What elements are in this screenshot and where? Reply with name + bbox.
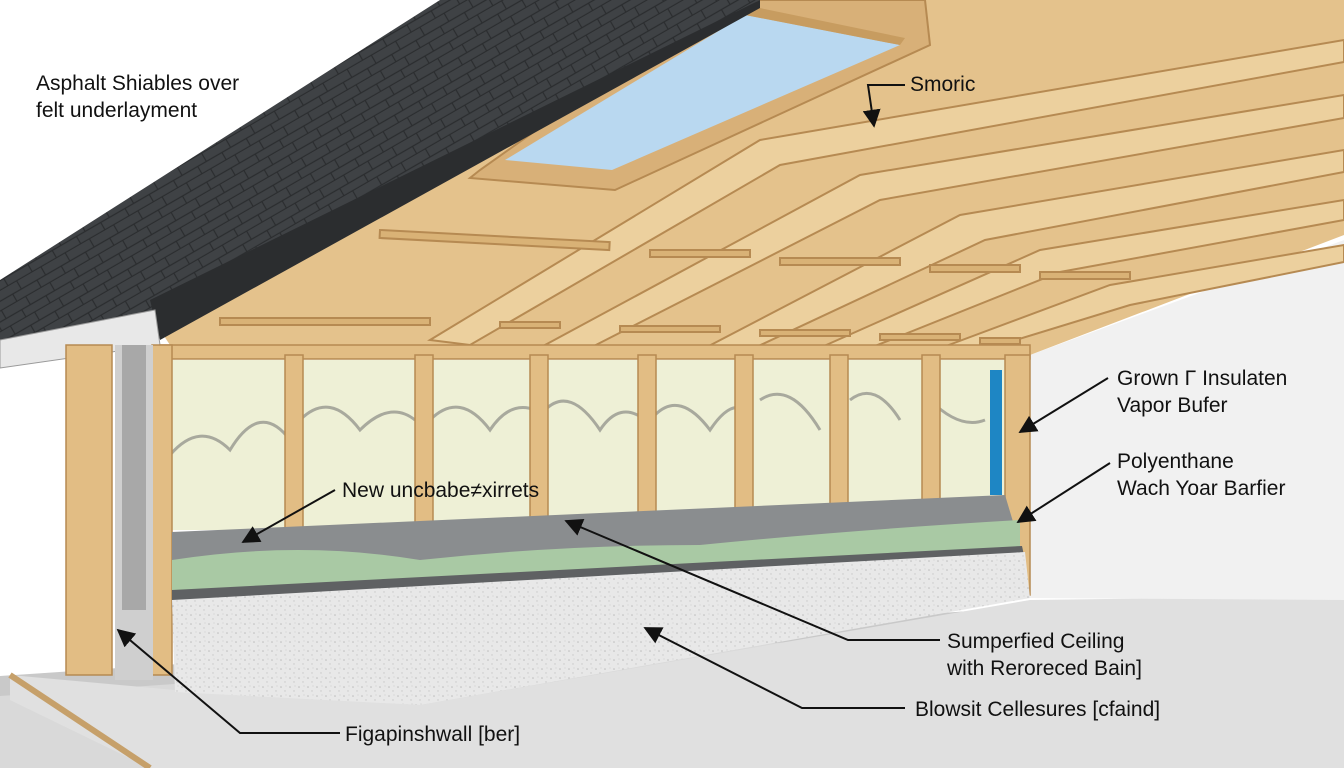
right-wall — [1030, 240, 1344, 600]
leader-new — [241, 489, 336, 543]
leader-poly — [1016, 462, 1111, 523]
label-figapinshwall: Figapinshwall [ber] — [345, 723, 521, 746]
leader-grown — [1018, 377, 1109, 433]
label-grown-insulation: Grown Γ Insulaten Vapor Bufer — [1117, 367, 1288, 417]
leader-figapin — [116, 628, 340, 734]
leader-smoric — [862, 84, 905, 128]
leader-sumperfied — [564, 519, 940, 641]
label-blowsit-cellesures: Blowsit Cellesures [cfaind] — [915, 698, 1161, 721]
label-smoric: Smoric — [910, 73, 976, 96]
label-sumperfied-ceiling: Sumperfied Ceiling with Reroreced Bain] — [947, 630, 1142, 680]
roof — [0, 0, 760, 369]
leader-lines — [116, 84, 1111, 734]
leader-blowsit — [643, 627, 905, 709]
label-asphalt-shingles: Asphalt Shiables over felt underlayment — [36, 72, 240, 122]
ceiling-layers — [172, 495, 1030, 705]
label-new-uncbabe: New uncbabe≠xirrets — [342, 479, 540, 502]
skylight — [467, 0, 932, 192]
label-polyenthane: Polyenthane Wach Yoar Barfier — [1117, 450, 1286, 500]
